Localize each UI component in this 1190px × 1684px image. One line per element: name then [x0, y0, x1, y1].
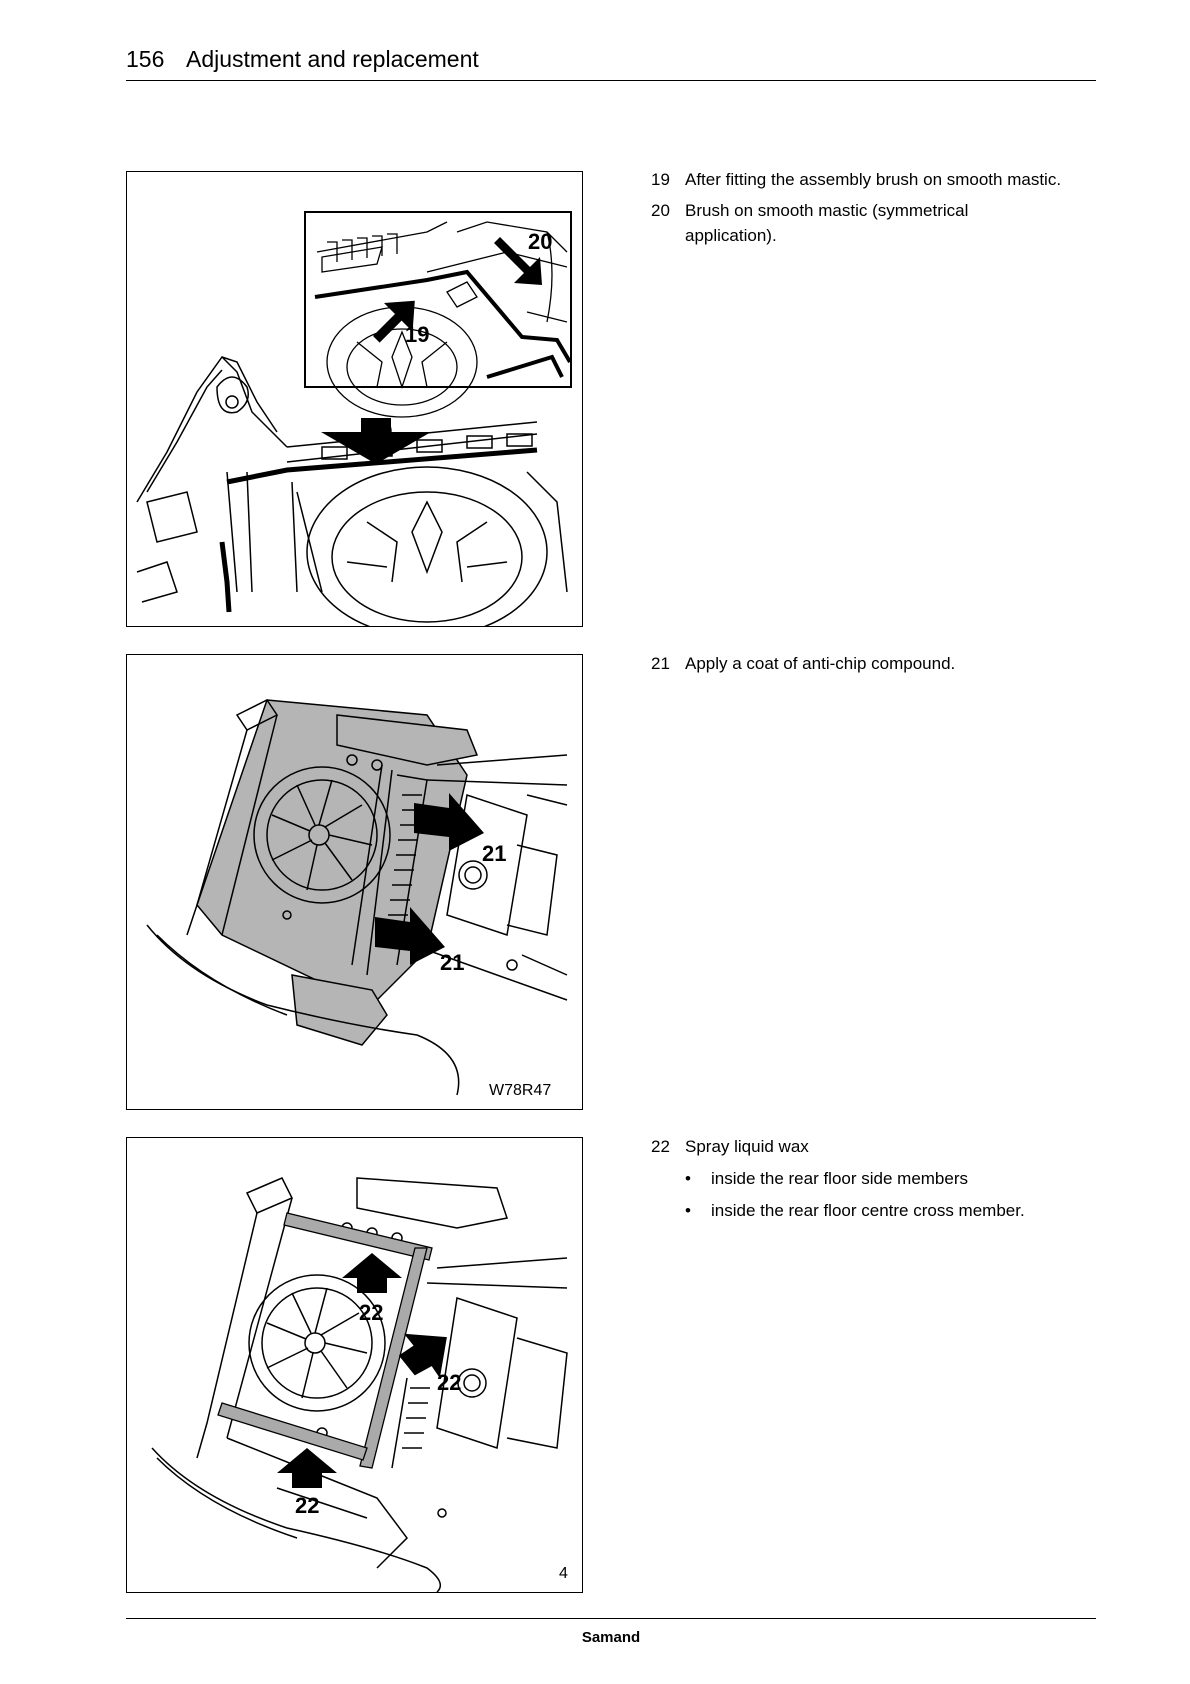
- figure-mastic-application: 20 19 19: [126, 171, 583, 627]
- bullet-dot: •: [685, 1201, 691, 1220]
- bullet-dot: •: [685, 1169, 691, 1188]
- mastic-illustration: 20 19 19: [136, 211, 572, 626]
- anti-chip-illustration: 21 21 W78R47: [146, 699, 568, 1099]
- step-text: After fitting the assembly brush on smoo…: [685, 170, 1062, 189]
- callout-19: 19: [368, 419, 392, 444]
- callout-21-upper: 21: [482, 841, 506, 866]
- figure-anti-chip: 21 21 W78R47: [126, 654, 583, 1110]
- page-number: 156: [126, 46, 165, 72]
- liquid-wax-illustration: 22 22 22 4: [151, 1177, 568, 1592]
- step-text: Apply a coat of anti-chip compound.: [685, 654, 956, 673]
- footer-brand: Samand: [581, 1629, 641, 1646]
- step-21: 21 Apply a coat of anti-chip compound.: [651, 651, 1096, 676]
- callout-20: 20: [528, 229, 552, 254]
- step-19: 19 After fitting the assembly brush on s…: [651, 167, 1096, 192]
- step-22: 22 Spray liquid wax: [651, 1134, 1096, 1159]
- page-header: 156 Adjustment and replacement: [126, 44, 1096, 81]
- steps-section-mastic: 19 After fitting the assembly brush on s…: [651, 167, 1096, 254]
- figure-number: 4: [559, 1565, 568, 1582]
- figure-liquid-wax: 22 22 22 4: [126, 1137, 583, 1593]
- steps-section-anti-chip: 21 Apply a coat of anti-chip compound.: [651, 651, 1096, 682]
- callout-22-right: 22: [437, 1370, 461, 1395]
- step-text: Spray liquid wax: [685, 1137, 809, 1156]
- callout-22-bottom: 22: [295, 1493, 319, 1518]
- bullet-item: • inside the rear floor side members: [651, 1166, 1096, 1191]
- step-number: 21: [651, 654, 670, 673]
- figure-code: W78R47: [489, 1082, 551, 1099]
- callout-19-inset: 19: [405, 322, 429, 347]
- step-text: Brush on smooth mastic (symmetrical appl…: [685, 201, 969, 245]
- step-number: 19: [651, 170, 670, 189]
- page-title: Adjustment and replacement: [186, 46, 479, 72]
- step-number: 20: [651, 201, 670, 220]
- step-20: 20 Brush on smooth mastic (symmetrical a…: [651, 198, 1096, 248]
- callout-22-top: 22: [359, 1300, 383, 1325]
- callout-21-lower: 21: [440, 950, 464, 975]
- steps-section-liquid-wax: 22 Spray liquid wax • inside the rear fl…: [651, 1134, 1096, 1223]
- page-footer: Samand: [126, 1618, 1096, 1646]
- bullet-item: • inside the rear floor centre cross mem…: [651, 1198, 1096, 1223]
- step-number: 22: [651, 1137, 670, 1156]
- bullet-text: inside the rear floor side members: [711, 1169, 969, 1188]
- bullet-text: inside the rear floor centre cross membe…: [711, 1201, 1025, 1220]
